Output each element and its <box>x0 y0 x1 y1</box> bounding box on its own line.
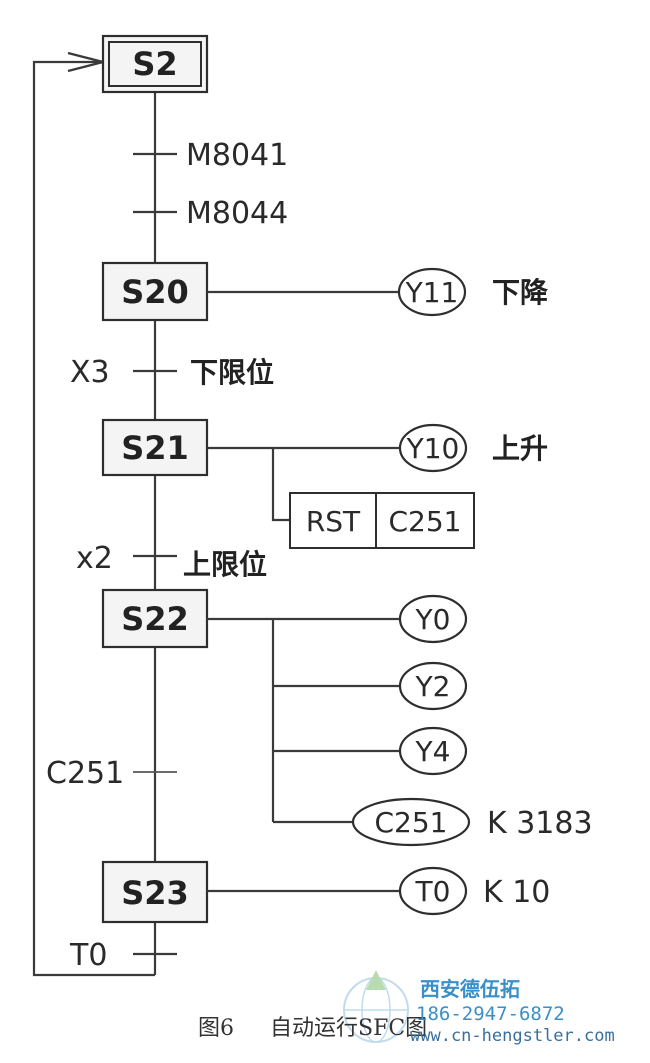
transition-label-2: M8044 <box>186 196 288 231</box>
coil-y0 <box>398 594 468 644</box>
coil-y4-label: Y4 <box>415 735 451 768</box>
timer-t0-const: K 10 <box>483 875 550 910</box>
watermark-url: www.cn-hengstler.com <box>410 1026 615 1046</box>
transition-desc-3: 下限位 <box>190 356 274 389</box>
coil-y2-label: Y2 <box>415 670 451 703</box>
step-s20: S20 <box>101 261 209 322</box>
coil-y0-label: Y0 <box>415 603 451 636</box>
watermark-company: 西安德伍拓 <box>420 977 520 1001</box>
coil-y2 <box>398 661 468 711</box>
transition-signal-6: T0 <box>69 938 107 973</box>
coil-y4 <box>398 726 468 776</box>
coil-y10 <box>398 423 468 473</box>
coil-y10-label: Y10 <box>406 432 460 465</box>
transition-signal-5: C251 <box>46 756 124 791</box>
transition-desc-4: 上限位 <box>183 548 267 581</box>
figure-number: 图6 <box>198 1016 234 1041</box>
coil-y11-label: Y11 <box>405 276 459 309</box>
step-s22: S22 <box>101 588 209 649</box>
transition-label-1: M8041 <box>186 138 288 173</box>
watermark-phone: 186-2947-6872 <box>416 1003 565 1025</box>
coil-y11 <box>397 267 467 317</box>
step-s21: S21 <box>101 418 209 477</box>
coil-y11-desc: 下降 <box>492 276 549 309</box>
step-s20-label: S20 <box>121 273 189 311</box>
return-loop-line <box>32 60 155 977</box>
rst-target-label: C251 <box>389 505 462 538</box>
timer-t0-label: T0 <box>415 875 451 908</box>
transition-signal-3: X3 <box>70 355 110 390</box>
figure-caption: 自动运行SFC图 <box>270 1016 427 1041</box>
counter-c251-label: C251 <box>375 806 448 839</box>
step-s23: S23 <box>101 860 209 924</box>
counter-c251-const: K 3183 <box>487 806 593 841</box>
step-s23-label: S23 <box>121 874 189 912</box>
transition-signal-4: x2 <box>76 541 113 576</box>
counter-c251 <box>351 797 471 847</box>
s21-branch-line <box>271 448 290 522</box>
step-s2: S2 <box>101 34 209 94</box>
rst-instruction-box: RST C251 <box>289 492 475 549</box>
watermark-logo-icon <box>343 970 409 1043</box>
timer-t0 <box>398 866 468 916</box>
coil-y10-desc: 上升 <box>492 432 548 465</box>
step-s22-label: S22 <box>121 600 189 638</box>
step-s21-label: S21 <box>121 429 189 467</box>
rst-label: RST <box>306 505 361 538</box>
step-s2-label: S2 <box>132 45 177 83</box>
